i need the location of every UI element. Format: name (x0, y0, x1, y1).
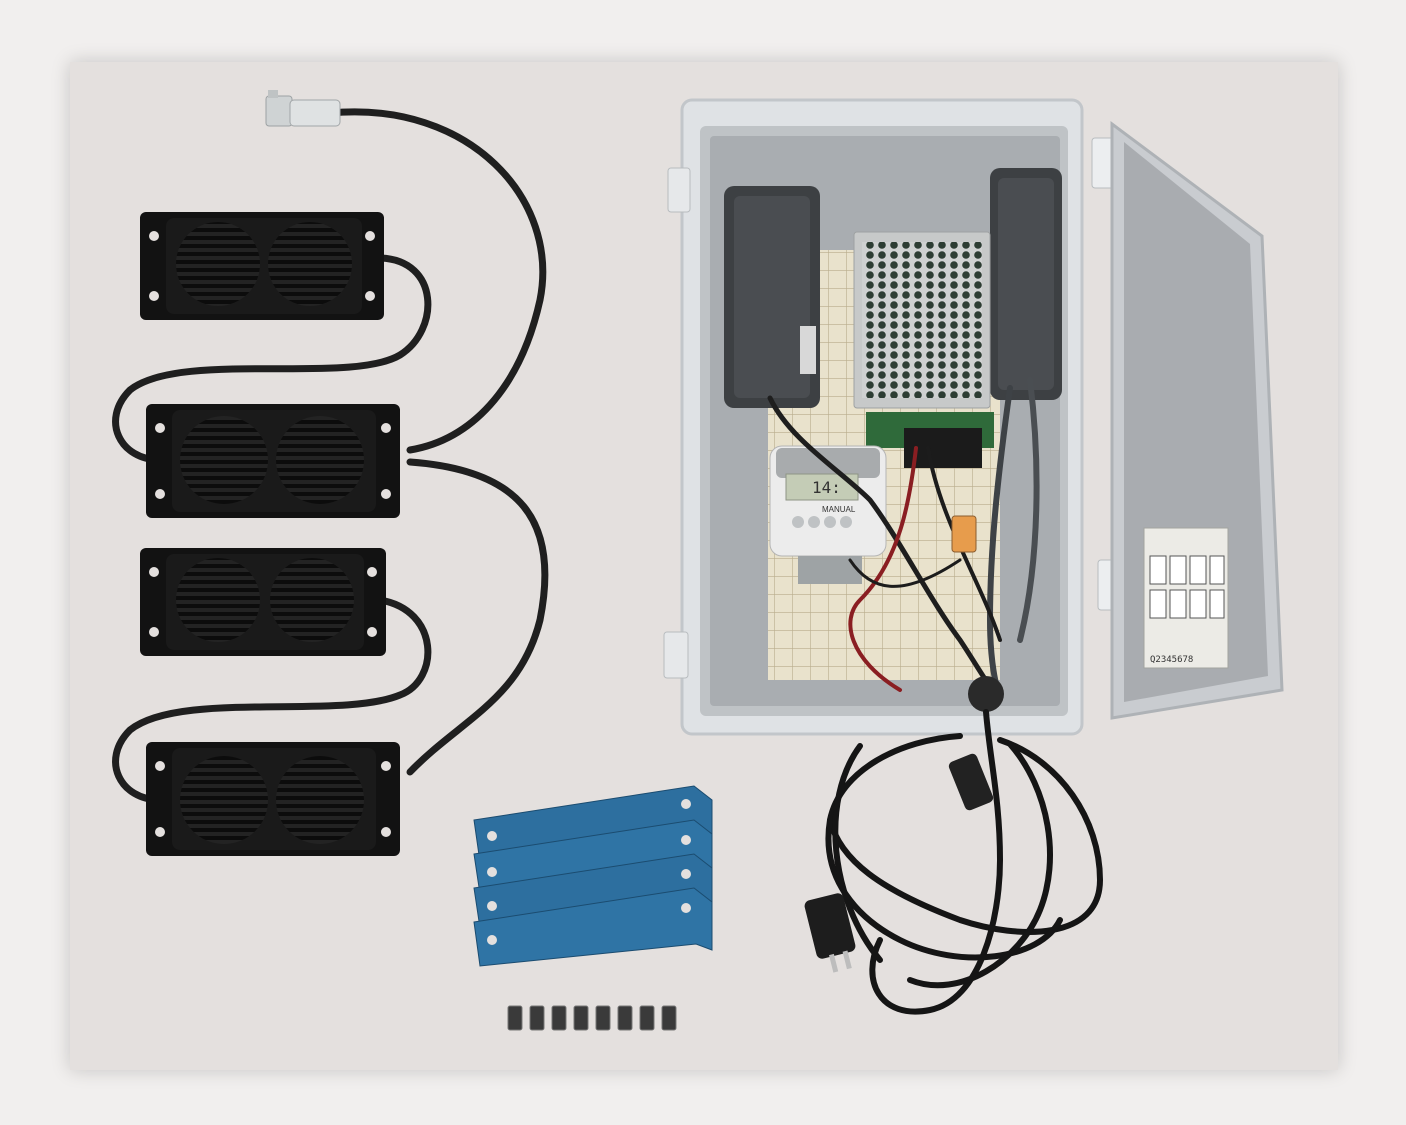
cable-connector (265, 90, 341, 127)
enclosure-lid: Q2345678 (1110, 121, 1284, 720)
speaker-unit-3 (140, 548, 386, 656)
speaker-cable (112, 108, 549, 804)
left-control-module (724, 186, 820, 408)
mounting-brackets (473, 785, 713, 967)
cable-gland (968, 676, 1004, 712)
power-supply (853, 231, 994, 468)
speaker-unit-4 (146, 742, 400, 856)
cord-plug-inline (948, 753, 994, 811)
power-plug (804, 893, 856, 973)
right-control-module (990, 168, 1062, 400)
speaker-unit-1 (140, 212, 384, 320)
internal-wiring (767, 377, 1040, 697)
speaker-unit-2 (146, 404, 400, 518)
power-cord (825, 709, 1104, 1015)
mounting-bracket-4 (473, 887, 713, 967)
cable-clips (507, 1005, 677, 1031)
wire-connector (951, 515, 977, 553)
timer-manual-label: MANUAL (822, 505, 856, 514)
svg-text:14:: 14: (812, 478, 841, 497)
lid-serial-label: Q2345678 (1150, 655, 1193, 665)
